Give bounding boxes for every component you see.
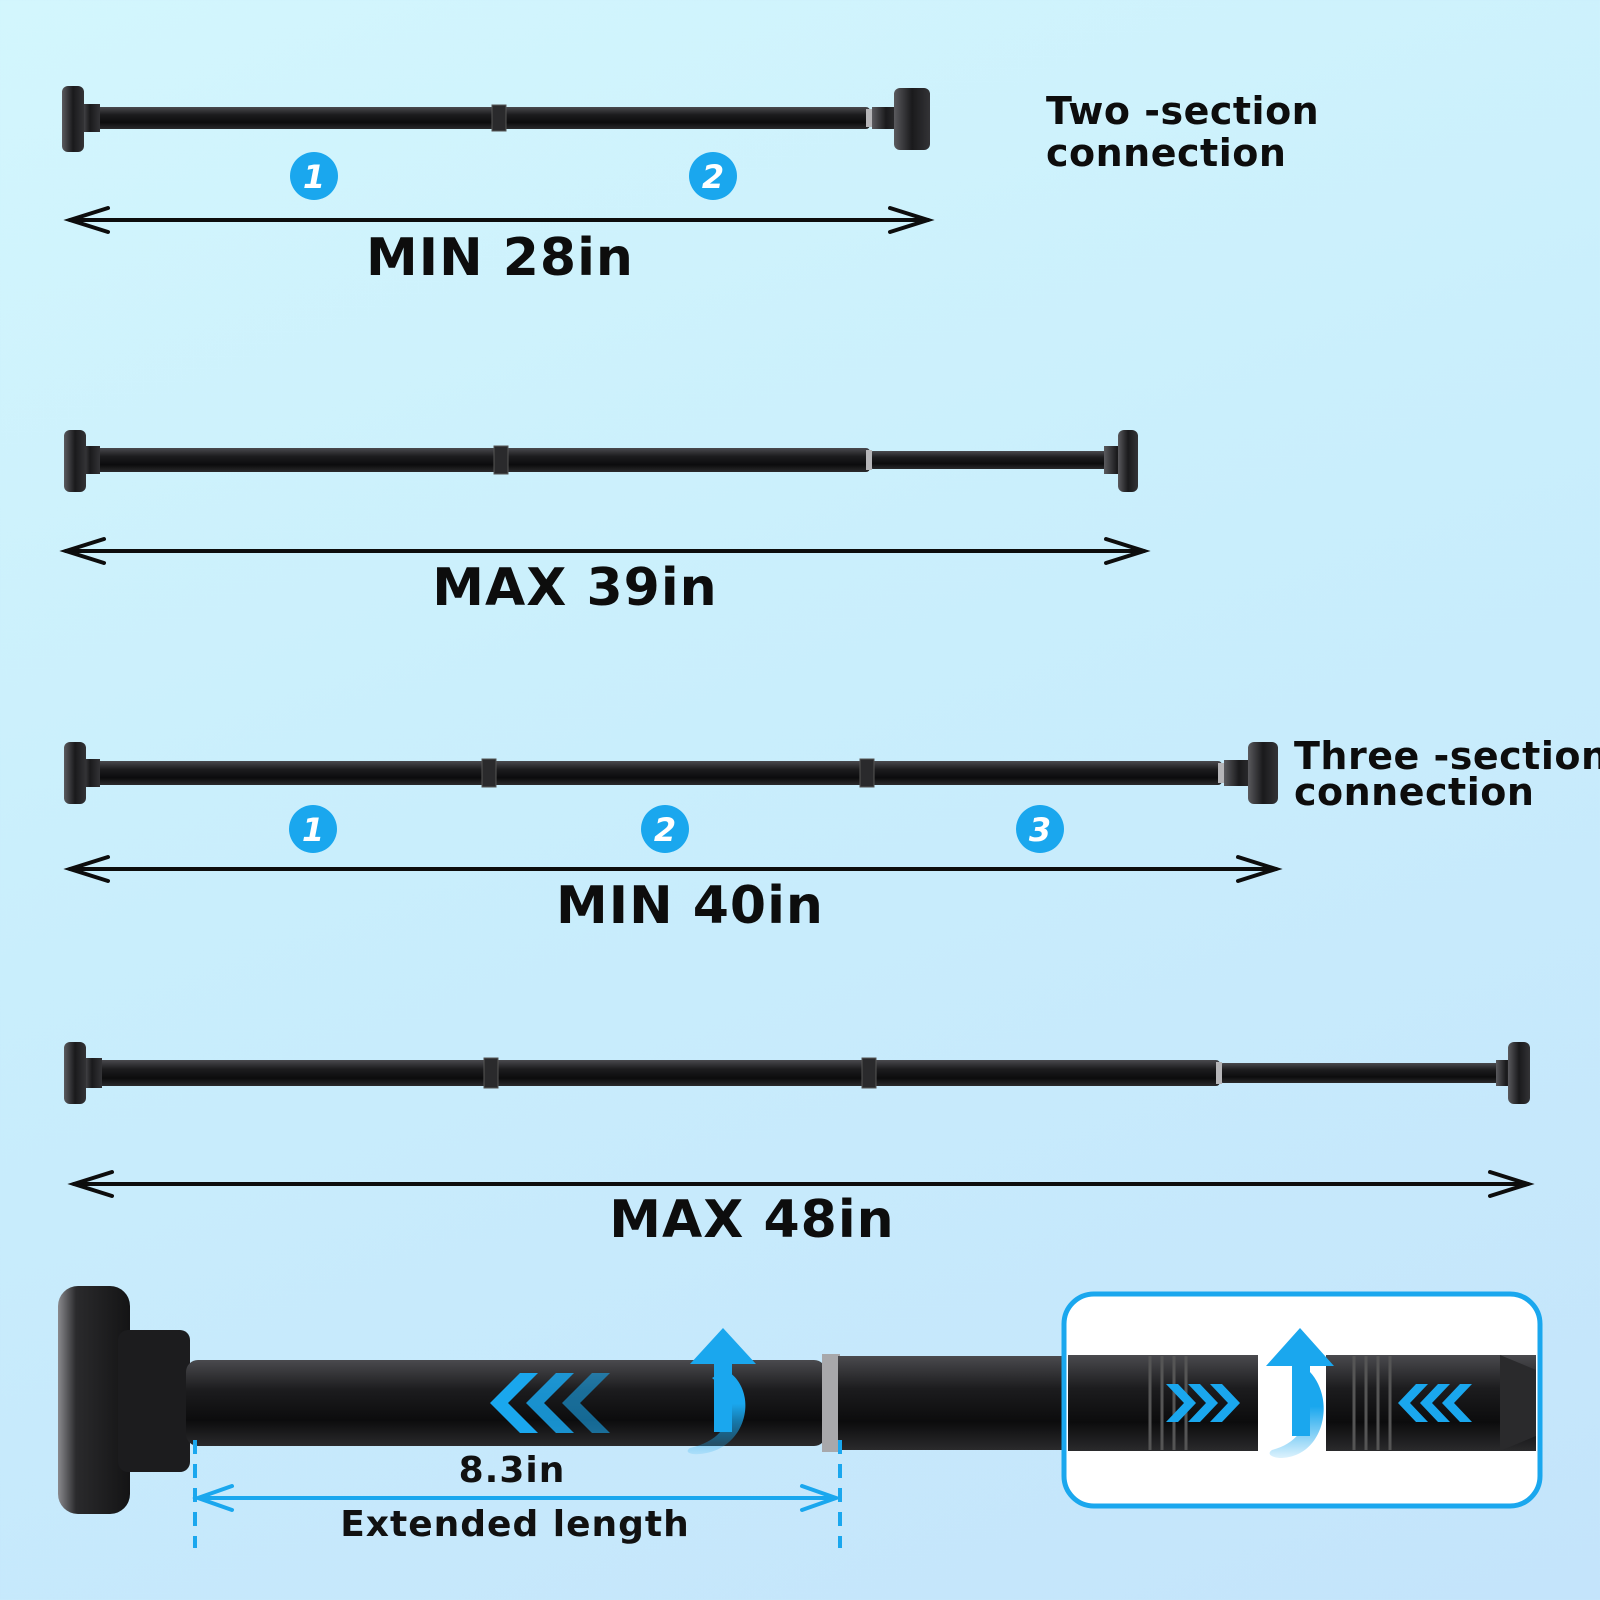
extended-length-guides	[191, 1440, 843, 1548]
rod-two-section-max	[64, 430, 1138, 492]
chevrons-right-icon	[1166, 1384, 1240, 1422]
two-section-title-line1: Two -section	[1046, 89, 1320, 133]
max-39-label: MAX 39in	[432, 558, 718, 618]
chevrons-left-small-icon	[1398, 1384, 1472, 1422]
svg-text:3: 3	[1029, 811, 1051, 849]
svg-text:2: 2	[702, 158, 724, 196]
rod-three-section-max	[64, 1042, 1530, 1104]
min-28-label: MIN 28in	[366, 228, 634, 288]
chevrons-left-icon	[490, 1373, 610, 1433]
two-section-title: Two -section connection	[1046, 90, 1319, 174]
dimension-arrow-min-40	[63, 855, 1283, 883]
rod-two-section-min	[62, 86, 930, 152]
two-section-title-line2: connection	[1046, 131, 1287, 175]
min-40-label: MIN 40in	[556, 876, 824, 936]
svg-text:1: 1	[302, 811, 324, 849]
three-section-title: Three -section connection	[1294, 734, 1600, 814]
dimension-arrow-min-28	[63, 206, 935, 234]
extended-length-label: Extended length	[340, 1504, 690, 1545]
max-48-label: MAX 48in	[609, 1190, 895, 1250]
three-section-title-line2: connection	[1294, 770, 1535, 814]
rod-three-section-min	[64, 742, 1278, 804]
badge-2s-1: 1	[290, 152, 338, 200]
rotate-arrow-icon	[687, 1328, 756, 1455]
dimension-arrow-max-39	[59, 537, 1151, 565]
rotate-arrow-inset-icon	[1266, 1328, 1334, 1458]
svg-text:1: 1	[303, 158, 325, 196]
rod-detail-closeup	[58, 1286, 1068, 1514]
dimension-arrow-max-48	[67, 1170, 1535, 1198]
badge-2s-2: 2	[689, 152, 737, 200]
thread-right	[1352, 1356, 1392, 1450]
badge-3s-3: 3	[1016, 805, 1064, 853]
badge-3s-2: 2	[641, 805, 689, 853]
three-section-title-line1: Three -section	[1294, 734, 1600, 778]
extended-length-value: 8.3in	[458, 1450, 566, 1491]
svg-text:2: 2	[654, 811, 676, 849]
badge-3s-1: 1	[289, 805, 337, 853]
